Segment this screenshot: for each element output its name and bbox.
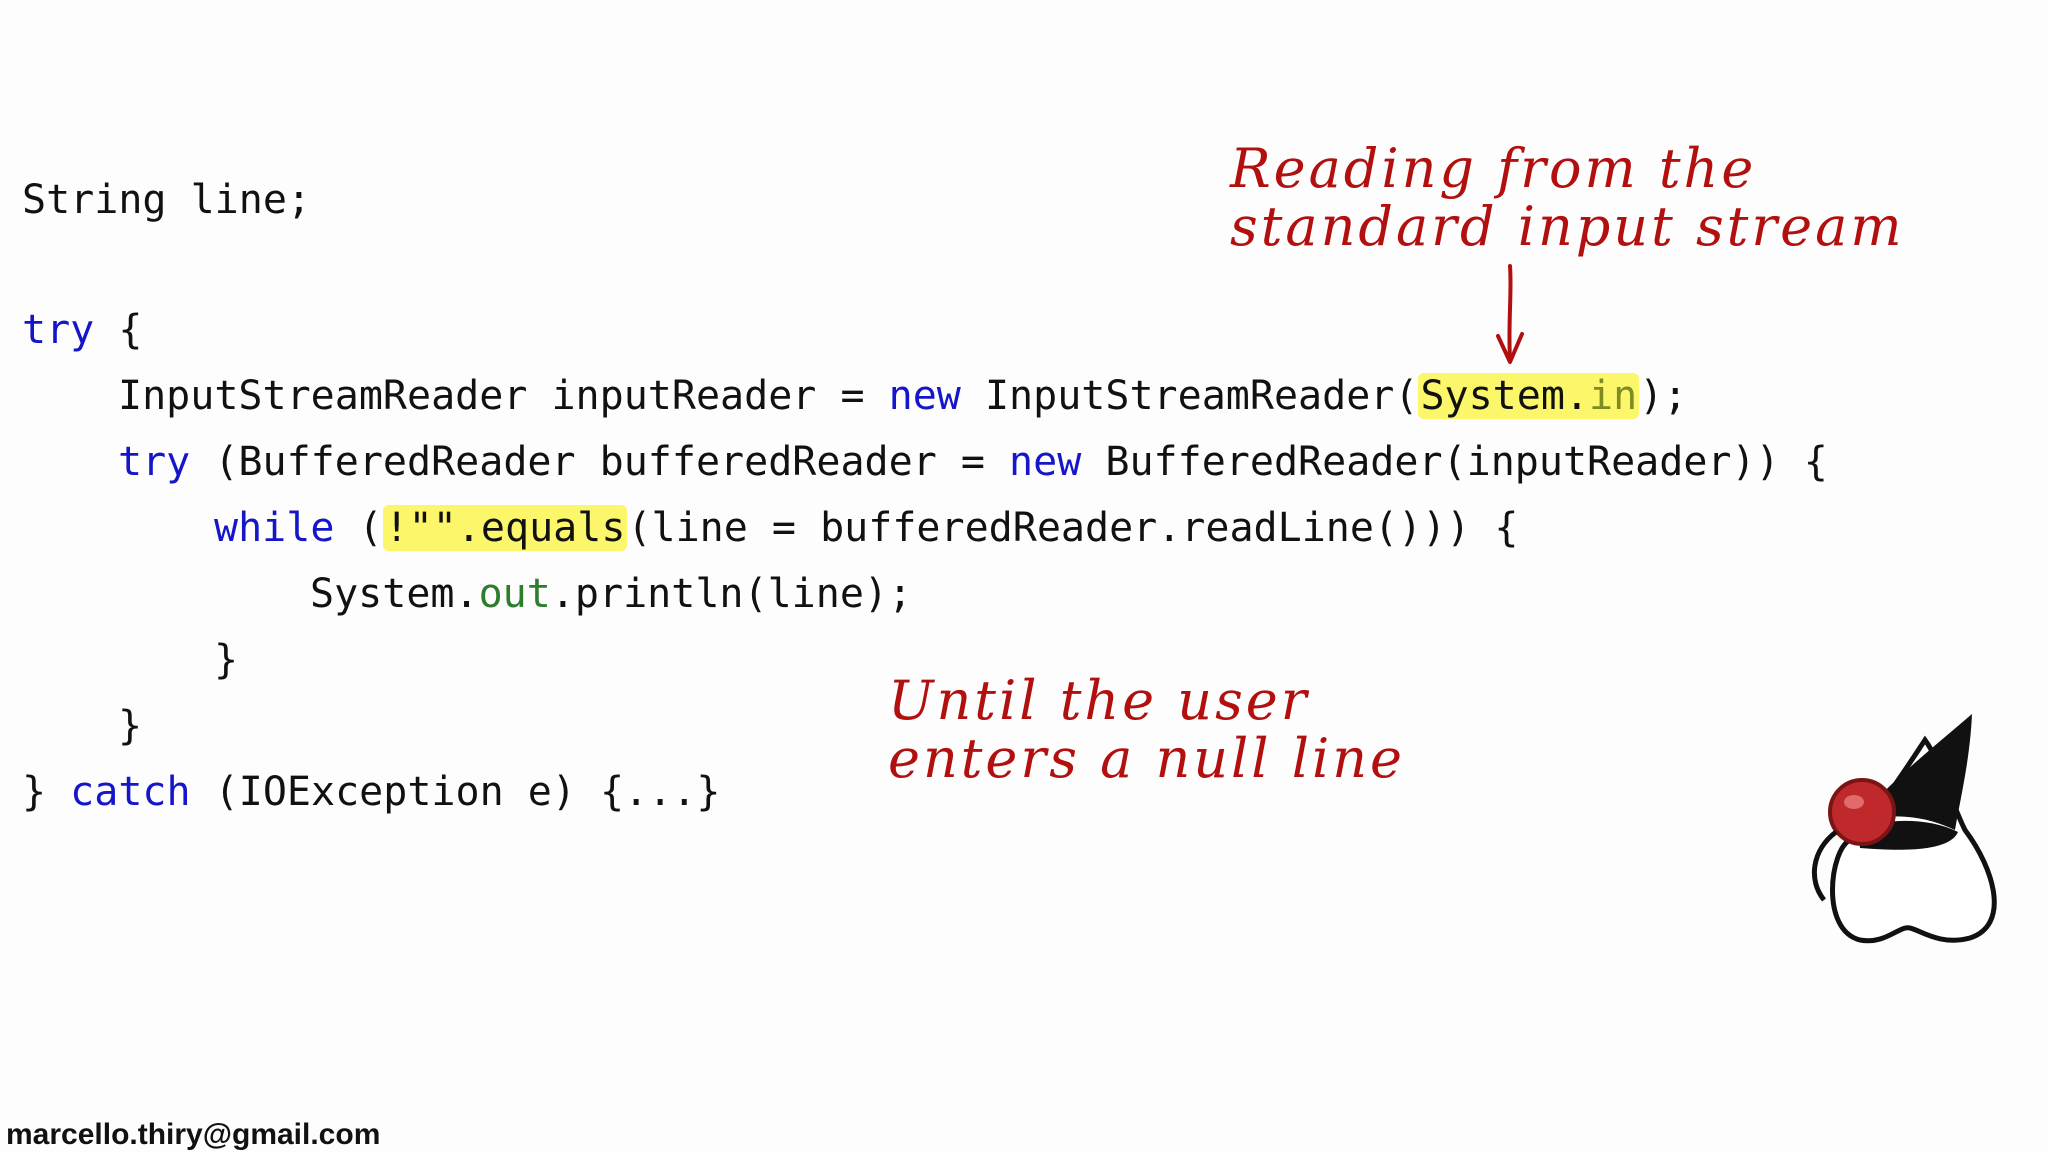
code-text: String line; — [22, 177, 311, 223]
code-text: } — [118, 703, 143, 749]
code-text: System. — [1420, 373, 1590, 419]
annotation-line: Until the user — [888, 669, 1310, 732]
code-text: ( — [334, 505, 383, 551]
code-line-6: System.out.println(line); — [310, 564, 912, 624]
code-text: System. — [310, 571, 479, 617]
highlight-system-in: System.in — [1418, 373, 1640, 419]
keyword-try: try — [118, 439, 191, 485]
keyword-catch: catch — [70, 769, 191, 815]
code-line-9: } catch (IOException e) {...} — [22, 762, 720, 822]
keyword-new: new — [888, 373, 961, 419]
keyword-while: while — [214, 505, 335, 551]
annotation-null-line: Until the user enters a null line — [888, 672, 1405, 788]
highlight-equals: !"".equals — [382, 505, 628, 551]
annotation-line: standard input stream — [1230, 195, 1905, 258]
code-text: BufferedReader(inputReader)) { — [1081, 439, 1828, 485]
code-text: .println(line); — [550, 571, 913, 617]
java-duke-mascot-icon — [1811, 714, 1997, 944]
annotation-line: enters a null line — [888, 727, 1405, 790]
code-line-5: while (!"".equals(line = bufferedReader.… — [214, 498, 1518, 558]
code-line-4: try (BufferedReader bufferedReader = new… — [118, 432, 1828, 492]
annotation-stdin: Reading from the standard input stream — [1230, 140, 1905, 256]
code-line-8: } — [118, 696, 142, 756]
keyword-new: new — [1009, 439, 1082, 485]
code-block: String line; try { InputStreamReader inp… — [22, 170, 1828, 1044]
code-text: (BufferedReader bufferedReader = — [190, 439, 1010, 485]
author-email: marcello.thiry@gmail.com — [6, 1118, 381, 1151]
code-text: (IOException e) {...} — [190, 769, 721, 815]
keyword-try: try — [22, 307, 95, 353]
code-text: (line = bufferedReader.readLine())) { — [627, 505, 1519, 551]
code-text: InputStreamReader( — [960, 373, 1419, 419]
field-out: out — [478, 571, 551, 617]
code-text: } — [22, 769, 71, 815]
code-line-3: InputStreamReader inputReader = new Inpu… — [118, 366, 1687, 426]
code-text: { — [94, 307, 143, 353]
annotation-line: Reading from the — [1230, 137, 1757, 200]
code-text: ); — [1639, 373, 1688, 419]
code-line-1: String line; — [22, 170, 311, 230]
field-in: in — [1589, 373, 1638, 419]
code-text: } — [214, 637, 239, 683]
arrow-down-icon — [1496, 264, 1524, 364]
code-line-2: try { — [22, 300, 142, 360]
code-line-7: } — [214, 630, 238, 690]
code-text: InputStreamReader inputReader = — [118, 373, 889, 419]
